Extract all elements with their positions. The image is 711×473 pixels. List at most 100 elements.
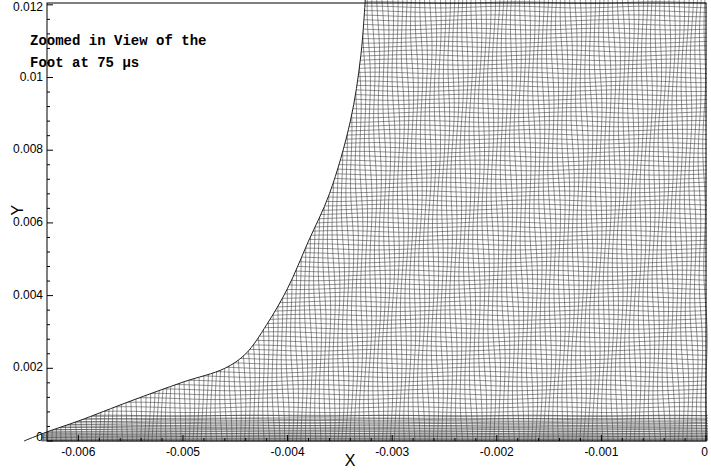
mesh-line: [648, 0, 653, 441]
tick-label: -0.004: [271, 446, 305, 460]
y-tick: [47, 150, 53, 151]
mesh-line: [671, 0, 676, 441]
x-tick: [162, 438, 163, 441]
mesh-line: [340, 0, 345, 441]
x-tick: [622, 438, 623, 441]
mesh-line: [41, 165, 707, 167]
y-tick: [47, 397, 50, 398]
mesh-line: [592, 0, 597, 441]
y-tick: [47, 92, 50, 93]
mesh-line: [41, 421, 707, 423]
mesh-line: [41, 77, 707, 79]
mesh-line: [41, 19, 707, 21]
mesh-line: [349, 0, 354, 441]
mesh-line: [41, 423, 711, 424]
mesh-line: [382, 0, 386, 441]
mesh-line: [575, 0, 579, 441]
mesh-line: [41, 134, 707, 136]
axis-ticks: [47, 5, 706, 441]
tick-label: 0.008: [13, 143, 43, 157]
mesh-line: [597, 0, 602, 441]
mesh-line: [500, 0, 505, 441]
mesh-line: [606, 0, 611, 441]
mesh-line: [395, 0, 400, 441]
mesh-line: [510, 0, 515, 441]
mesh-line: [284, 0, 289, 441]
mesh-line: [680, 0, 685, 441]
annotation-note: Zoomed in View of the Foot at 75 µs: [30, 30, 220, 74]
mesh-line: [386, 0, 390, 441]
mesh-line: [584, 0, 589, 441]
mesh-line: [293, 0, 298, 441]
mesh-line: [41, 389, 707, 391]
mesh-line: [41, 257, 707, 259]
mesh-line: [422, 0, 427, 441]
mesh-line: [41, 435, 707, 436]
mesh-line: [41, 376, 707, 378]
mesh-line: [41, 305, 707, 307]
y-tick: [47, 4, 53, 5]
mesh-line: [41, 434, 711, 435]
x-tick: [203, 438, 204, 441]
mesh-line: [41, 204, 707, 206]
mesh-line: [41, 275, 707, 277]
mesh-line: [580, 0, 584, 441]
mesh-line: [41, 121, 707, 123]
mesh-line: [41, 239, 707, 241]
x-tick: [538, 438, 539, 441]
mesh-line: [675, 0, 680, 441]
mesh-line: [694, 0, 698, 441]
mesh-line: [41, 439, 711, 440]
x-tick: [475, 438, 476, 441]
mesh-line: [41, 398, 707, 400]
tick-label: 0: [701, 446, 708, 460]
mesh-line: [377, 0, 382, 441]
mesh-line: [41, 354, 707, 356]
mesh-line: [41, 24, 707, 26]
tick-label: -0.001: [584, 446, 618, 460]
mesh-line: [431, 0, 436, 441]
plot-frame: [47, 3, 706, 441]
mesh-line: [41, 363, 707, 365]
mesh-line: [41, 217, 707, 219]
tick-label: 0.004: [13, 289, 43, 303]
x-tick: [266, 438, 267, 441]
mesh-line: [41, 253, 707, 255]
y-tick: [47, 324, 50, 325]
mesh-line: [41, 11, 707, 13]
mesh-line: [41, 429, 707, 430]
mesh-line: [41, 341, 707, 343]
mesh-line: [41, 288, 707, 290]
x-tick: [287, 435, 288, 441]
x-tick: [182, 435, 183, 441]
x-tick: [392, 435, 393, 441]
mesh-line: [41, 327, 707, 329]
x-tick: [371, 438, 372, 441]
mesh-line: [41, 231, 707, 233]
mesh-line: [41, 323, 707, 325]
mesh-line: [170, 0, 175, 441]
mesh-line: [353, 0, 358, 441]
mesh-line: [666, 0, 671, 441]
mesh-line: [684, 0, 689, 441]
mesh-line: [188, 0, 192, 441]
mesh-line: [330, 0, 335, 441]
mesh-line: [41, 297, 707, 299]
mesh-line: [551, 0, 556, 441]
mesh-line: [41, 266, 707, 268]
mesh-line: [41, 380, 707, 382]
mesh-line: [41, 402, 707, 404]
y-tick: [47, 251, 50, 252]
mesh-line: [570, 0, 575, 441]
mesh-line: [464, 0, 469, 441]
mesh-line: [41, 156, 707, 158]
mesh-line: [41, 169, 707, 171]
mesh-line: [326, 0, 331, 441]
mesh-line: [477, 0, 482, 441]
mesh-line: [147, 0, 152, 441]
x-tick: [685, 438, 686, 441]
mesh-line: [615, 0, 620, 441]
x-tick: [706, 435, 707, 441]
mesh-line: [565, 0, 570, 441]
